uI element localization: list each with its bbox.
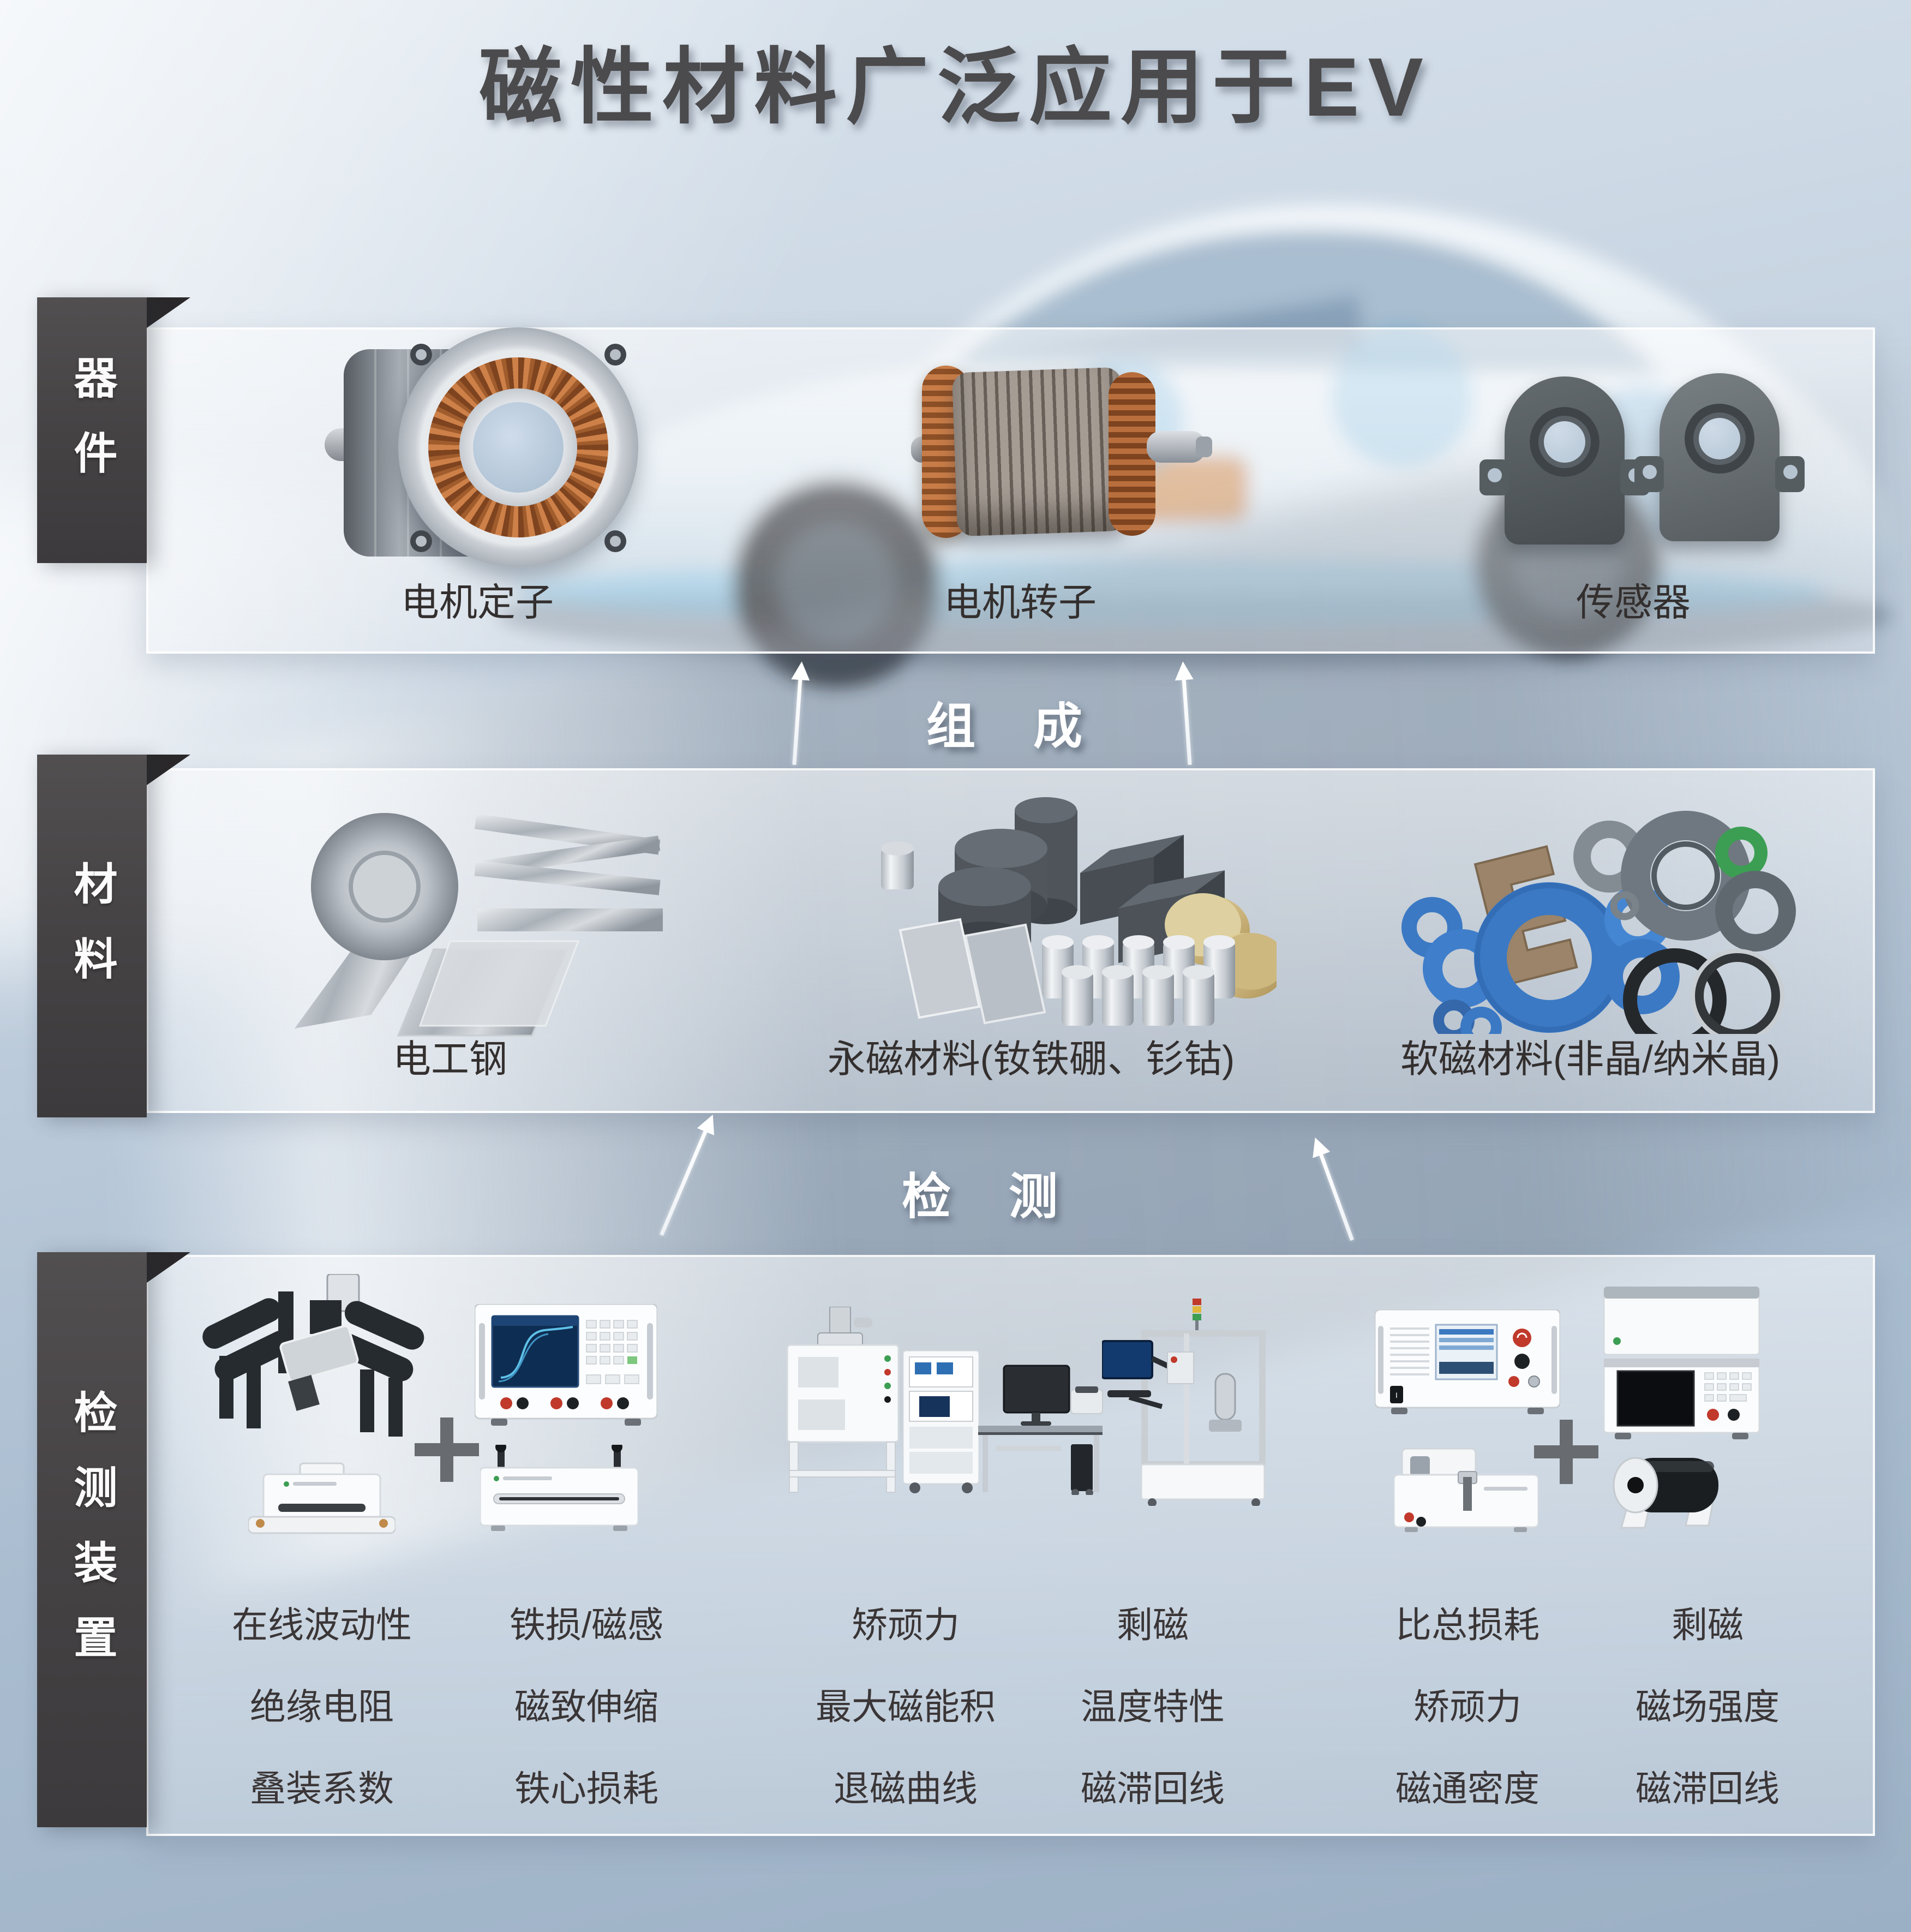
motor-stator-image (325, 327, 638, 584)
measurement-item: 磁致伸缩 (514, 1686, 658, 1727)
measurement-item: 矫顽力 (852, 1605, 960, 1645)
svg-text:I: I (1395, 1391, 1398, 1399)
current-sensor-right-image (1634, 373, 1805, 541)
devices-tab-fold (147, 297, 190, 328)
measurement-item: 矫顽力 (1413, 1686, 1521, 1727)
tab-materials: 材料 (37, 755, 147, 1117)
measurement-item: 比总损耗 (1395, 1605, 1539, 1645)
insulation-tester-icon (248, 1462, 396, 1534)
measurement-item: 叠装系数 (250, 1768, 394, 1809)
vacuum-furnace-icon (786, 1307, 900, 1493)
soft-magnetic-cores-image (1401, 811, 1796, 1034)
label-soft-magnetic: 软磁材料(非晶/纳米晶) (1400, 1038, 1781, 1080)
measurement-item: 最大磁能积 (816, 1686, 996, 1727)
measurement-item: 铁损/磁感 (509, 1605, 664, 1645)
page-title: 磁性材料广泛应用于EV (479, 41, 1432, 134)
connector-compose: 组 成 (926, 699, 1087, 754)
label-motor-rotor: 电机转子 (944, 581, 1097, 624)
measurement-item: 剩磁 (1672, 1605, 1744, 1645)
stacking-factor-tester-icon (480, 1445, 638, 1531)
measurement-item: 绝缘电阻 (250, 1686, 394, 1727)
label-permanent-magnet: 永磁材料(钕铁硼、钐钴) (827, 1038, 1235, 1080)
oven-analyzer-stack-icon (1603, 1287, 1760, 1439)
instrument-rack-icon (903, 1350, 979, 1493)
field-coil-icon (1613, 1457, 1718, 1529)
testing-panel (146, 1255, 1875, 1836)
plus-sign-left: + (415, 1417, 479, 1482)
measurement-item: 磁场强度 (1636, 1686, 1780, 1727)
measurement-item: 温度特性 (1081, 1686, 1225, 1727)
coercivity-tester-icon (1394, 1447, 1538, 1532)
current-sensor-left-image (1479, 376, 1650, 545)
permanent-magnets-image (881, 797, 1277, 1026)
measurement-item: 磁滞回线 (1636, 1768, 1780, 1809)
measurement-item: 剩磁 (1117, 1605, 1189, 1645)
label-motor-stator: 电机定子 (401, 581, 554, 624)
label-electrical-steel: 电工钢 (393, 1038, 507, 1080)
online-fluctuation-line-icon (202, 1274, 424, 1437)
measurement-item: 退磁曲线 (834, 1768, 978, 1809)
measurement-item: 磁通密度 (1395, 1768, 1539, 1809)
electrical-steel-image (295, 813, 663, 1037)
motor-rotor-image (895, 338, 1212, 567)
measurement-item: 铁心损耗 (514, 1768, 658, 1809)
press-frame-tester-icon (1102, 1299, 1266, 1506)
materials-tab-fold (147, 755, 190, 785)
computer-workstation-icon (978, 1365, 1103, 1495)
measurement-item: 在线波动性 (232, 1605, 412, 1645)
tab-devices: 器件 (37, 297, 147, 563)
plus-sign-right (1534, 1420, 1598, 1484)
hysteresis-analyzer-icon (475, 1304, 657, 1426)
testing-tab-fold (147, 1252, 190, 1283)
measurement-item: 磁滞回线 (1081, 1768, 1225, 1809)
label-sensor: 传感器 (1576, 581, 1691, 624)
tab-testing-label: 检测装置 (68, 1389, 117, 1690)
magnetization-analyzer-icon: I (1375, 1309, 1560, 1414)
tab-materials-label: 材料 (68, 860, 117, 1012)
connector-test: 检 测 (902, 1170, 1062, 1224)
tab-testing: 检测装置 (37, 1252, 147, 1827)
tab-devices-label: 器件 (68, 355, 117, 506)
